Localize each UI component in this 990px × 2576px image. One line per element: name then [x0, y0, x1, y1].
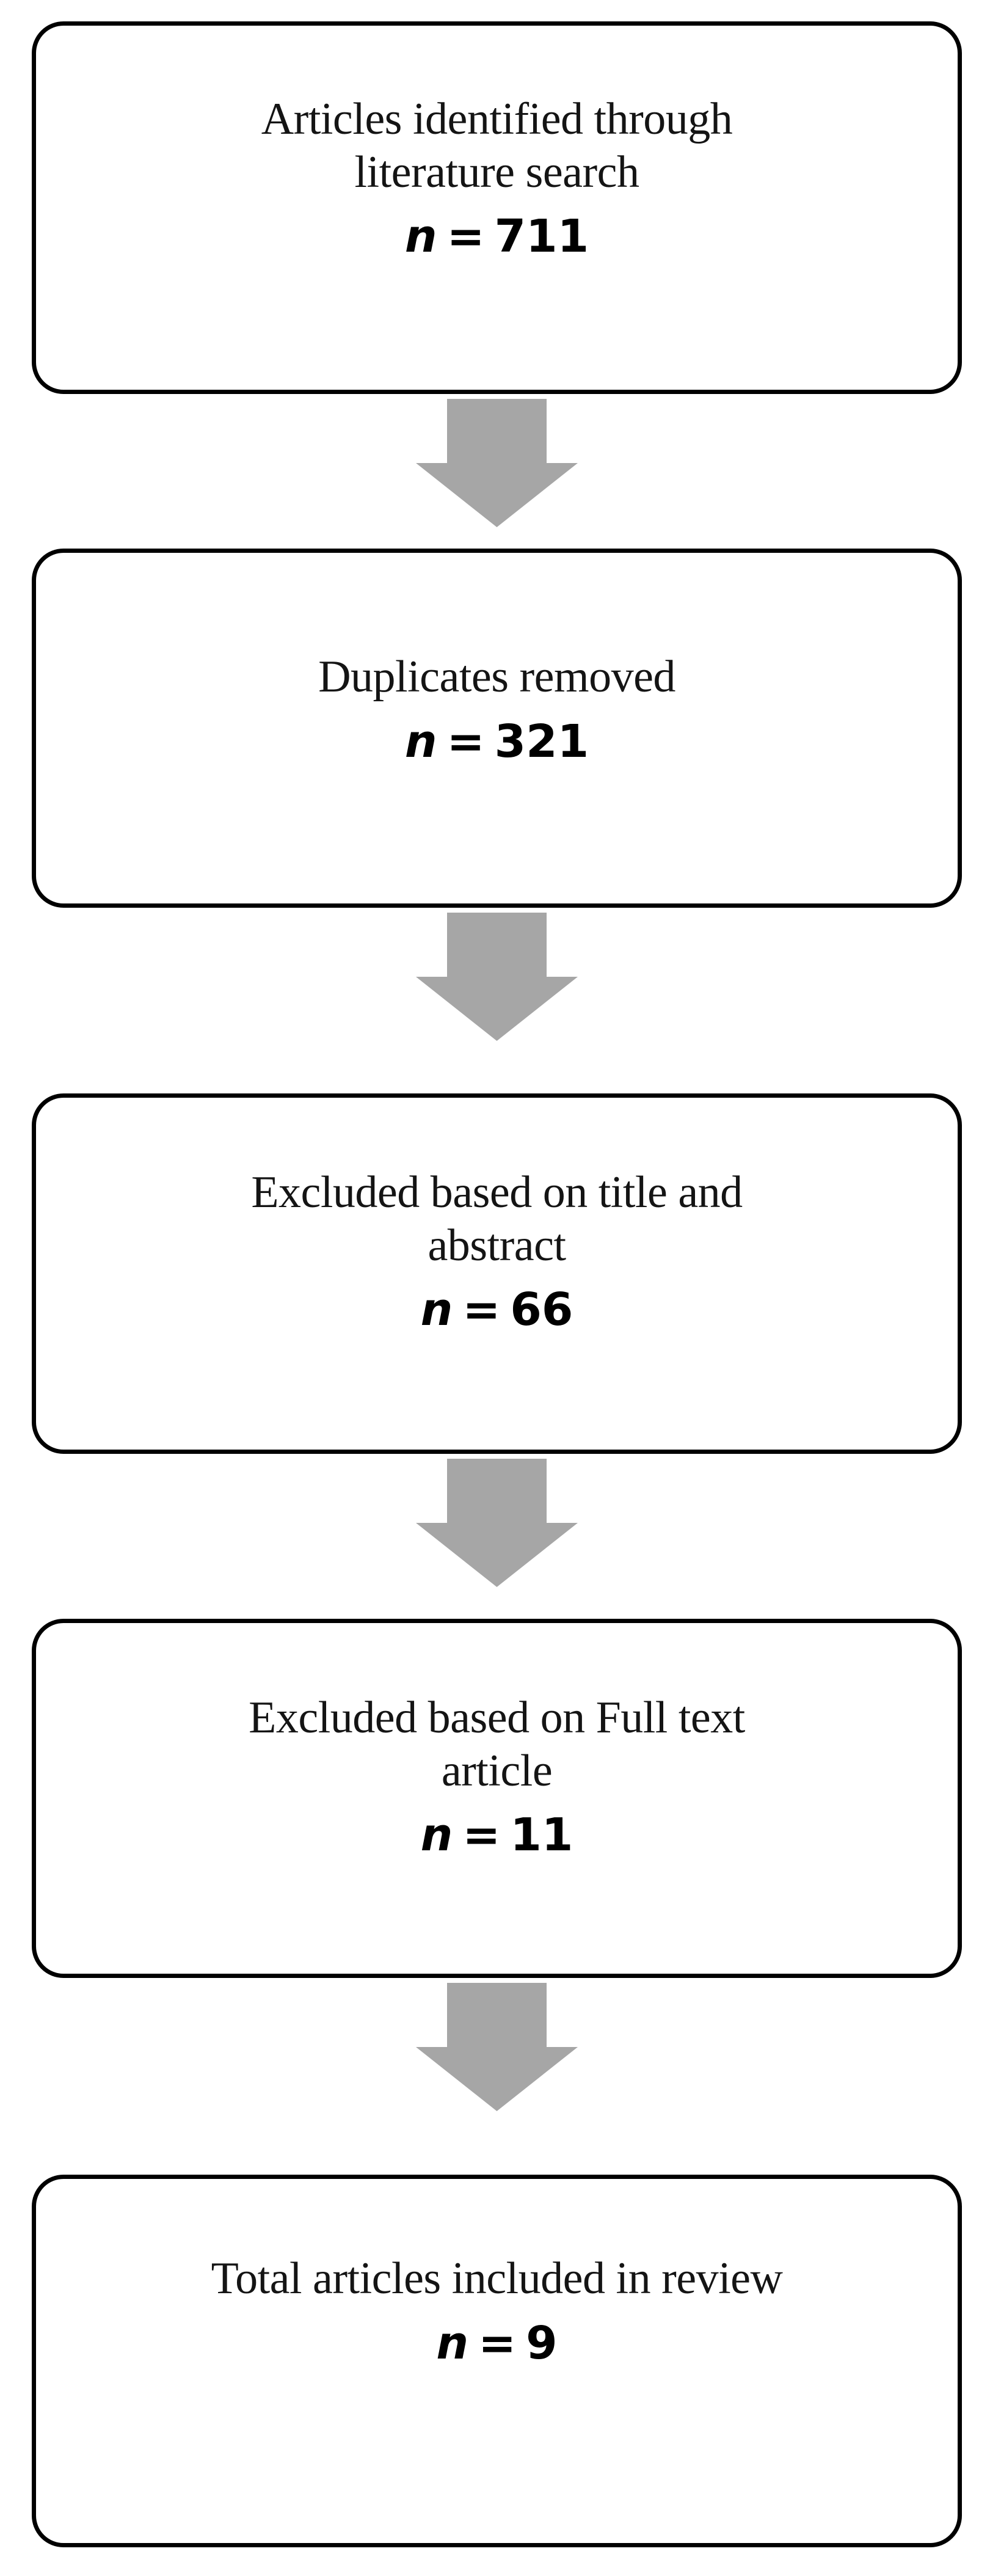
flow-node-label: Total articles included in review	[211, 2253, 783, 2304]
flow-node-count: n=9	[60, 2316, 933, 2370]
flow-node-count: n=11	[60, 1809, 933, 1862]
count-value: 711	[494, 210, 589, 263]
down-block-arrow-icon	[416, 913, 578, 1041]
count-equals: =	[446, 715, 485, 768]
down-block-arrow-icon	[416, 399, 578, 527]
flow-node-content: Excluded based on title and abstract n=6…	[36, 1098, 958, 1335]
count-value: 321	[494, 715, 589, 768]
count-variable: n	[420, 1283, 453, 1337]
flow-node-content: Articles identified through literature s…	[36, 26, 958, 262]
down-block-arrow-icon	[416, 1459, 578, 1587]
flow-node-duplicates: Duplicates removed n=321	[32, 549, 962, 908]
flow-node-count: n=711	[60, 210, 933, 263]
count-variable: n	[436, 2316, 469, 2370]
flow-node-content: Excluded based on Full text article n=11	[36, 1623, 958, 1861]
flow-node-identified: Articles identified through literature s…	[32, 21, 962, 394]
count-value: 11	[510, 1809, 573, 1862]
count-value: 9	[526, 2316, 558, 2370]
count-value: 66	[510, 1283, 573, 1337]
flow-node-count: n=66	[60, 1285, 933, 1335]
count-equals: =	[478, 2316, 517, 2370]
flow-node-count: n=321	[60, 717, 933, 767]
count-variable: n	[420, 1809, 453, 1862]
flow-node-content: Total articles included in review n=9	[36, 2179, 958, 2368]
flow-node-label: Excluded based on Full text article	[249, 1693, 745, 1796]
flow-node-label: Excluded based on title and abstract	[251, 1167, 743, 1271]
flow-node-content: Duplicates removed n=321	[36, 553, 958, 767]
flow-node-label: Duplicates removed	[318, 652, 675, 702]
flow-node-label: Articles identified through literature s…	[261, 94, 733, 197]
flow-node-excluded-fulltext: Excluded based on Full text article n=11	[32, 1619, 962, 1978]
flow-node-excluded-title-abstract: Excluded based on title and abstract n=6…	[32, 1093, 962, 1454]
count-variable: n	[404, 715, 437, 768]
down-block-arrow-icon	[416, 1983, 578, 2111]
flow-node-included: Total articles included in review n=9	[32, 2175, 962, 2547]
count-equals: =	[462, 1283, 501, 1337]
count-variable: n	[404, 210, 437, 263]
count-equals: =	[446, 210, 485, 263]
count-equals: =	[462, 1809, 501, 1862]
